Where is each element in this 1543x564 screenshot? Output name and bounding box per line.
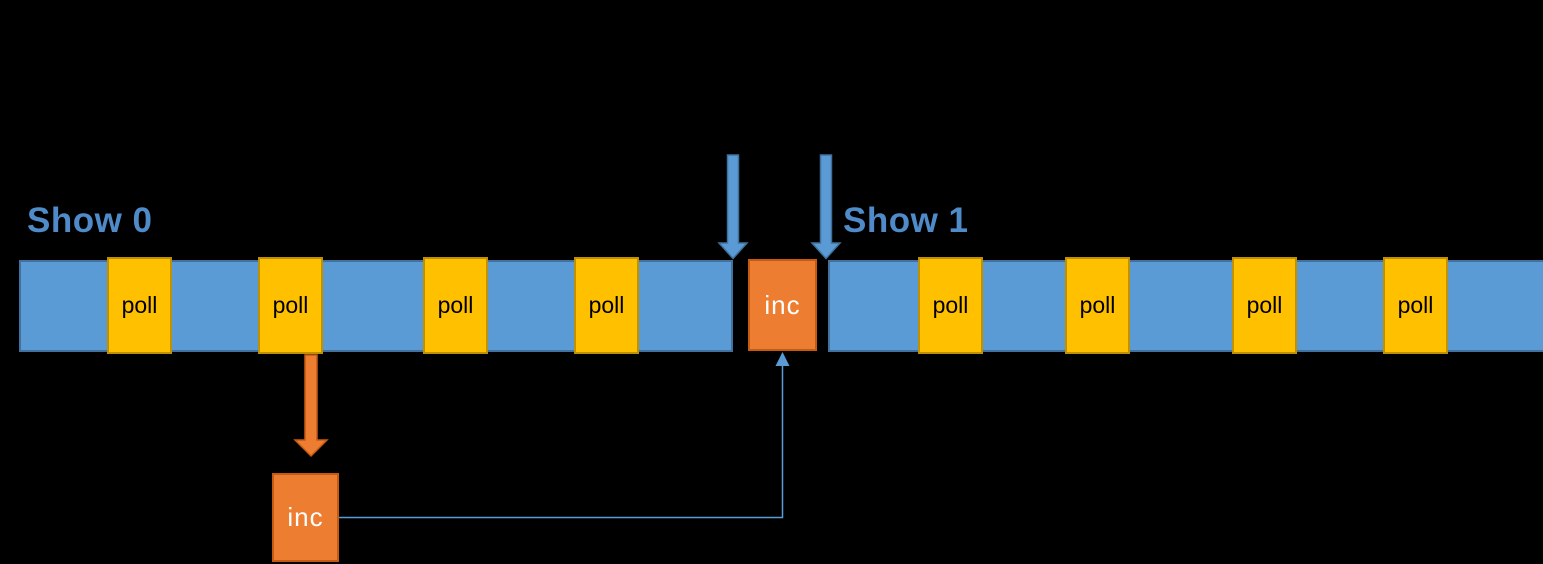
- poll-box-label: poll: [1246, 292, 1283, 318]
- inc-box-timeline: inc: [748, 259, 817, 351]
- poll-box: poll: [918, 257, 983, 354]
- poll-box-label: poll: [437, 292, 474, 318]
- boundary-arrow-right-icon: [810, 154, 842, 260]
- show1-label: Show 1: [843, 201, 969, 240]
- poll-box-label: poll: [1397, 292, 1434, 318]
- poll-box-label: poll: [272, 292, 309, 318]
- poll-box-label: poll: [1079, 292, 1116, 318]
- poll-box: poll: [1232, 257, 1297, 354]
- poll-box-label: poll: [588, 292, 625, 318]
- inc-connector-line: [339, 365, 784, 519]
- boundary-arrow-left-icon: [717, 154, 749, 260]
- poll-box-label: poll: [932, 292, 969, 318]
- show0-label: Show 0: [27, 201, 153, 240]
- poll-box: poll: [574, 257, 639, 354]
- poll-box: poll: [258, 257, 323, 354]
- inc-box-below: inc: [272, 473, 339, 562]
- poll-box: poll: [423, 257, 488, 354]
- poll-to-inc-arrow-icon: [293, 354, 329, 458]
- poll-box: poll: [107, 257, 172, 354]
- poll-box-label: poll: [121, 292, 158, 318]
- inc-box-timeline-label: inc: [764, 289, 801, 320]
- poll-box: poll: [1065, 257, 1130, 354]
- inc-box-below-label: inc: [287, 502, 324, 532]
- inc-connector-arrowhead-icon: [775, 352, 790, 366]
- poll-box: poll: [1383, 257, 1448, 354]
